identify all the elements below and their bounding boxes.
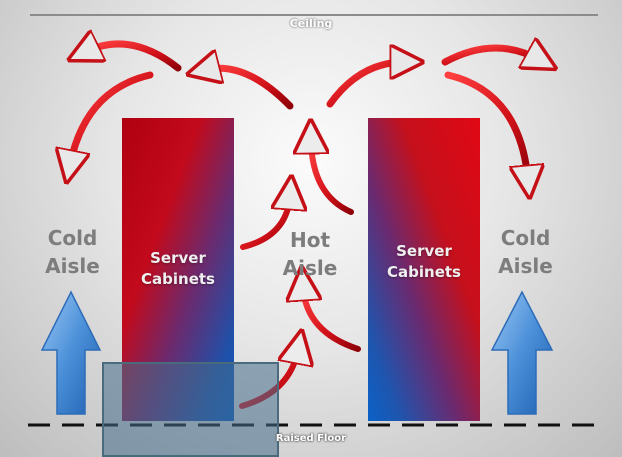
right-server-cabinet bbox=[368, 118, 480, 421]
hot-aisle-label: Hot Aisle bbox=[282, 228, 338, 280]
hot-air-arrow-4 bbox=[311, 140, 354, 215]
floor-tile-overlay bbox=[102, 362, 279, 457]
hot-air-arrow-down-right bbox=[444, 71, 528, 180]
hot-air-arrow-upper-left bbox=[205, 68, 294, 110]
left-cold-air-arrow bbox=[40, 290, 102, 415]
ceiling-line bbox=[30, 14, 598, 16]
hot-air-arrow-down-left bbox=[70, 71, 154, 165]
hot-air-arrow-ceiling-left bbox=[85, 44, 182, 72]
right-cabinet-label: Server Cabinets bbox=[387, 242, 461, 281]
hot-air-arrow-2 bbox=[303, 287, 361, 352]
hot-air-arrow-3 bbox=[240, 196, 290, 250]
right-cold-air-arrow bbox=[490, 290, 554, 415]
raised-floor-label: Raised Floor bbox=[275, 433, 347, 444]
hot-air-arrow-upper-right bbox=[326, 62, 405, 108]
left-cold-aisle-label: Cold Aisle bbox=[45, 226, 100, 278]
ceiling-label: Ceiling bbox=[289, 17, 333, 30]
right-cold-aisle-label: Cold Aisle bbox=[498, 226, 553, 278]
hot-air-arrow-ceiling-right bbox=[441, 48, 540, 62]
left-cabinet-label: Server Cabinets bbox=[141, 249, 215, 288]
